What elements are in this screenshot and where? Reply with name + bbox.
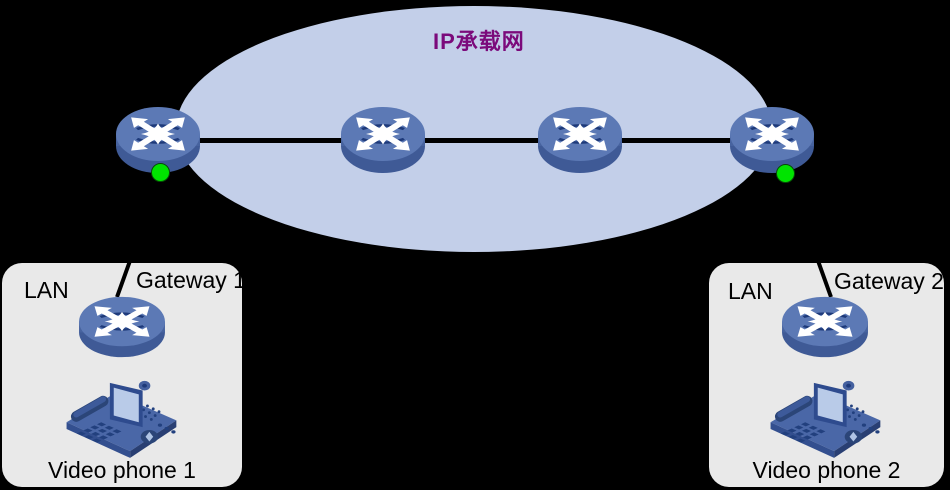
video-phone-1-icon — [55, 376, 185, 458]
core-router-2-icon — [339, 105, 427, 175]
cloud-title: IP承载网 — [433, 29, 525, 54]
video-phone-2-icon — [759, 376, 889, 458]
gateway-1-router-icon — [77, 295, 167, 359]
green-status-dot-right — [776, 164, 795, 183]
core-router-3-icon — [536, 105, 624, 175]
gateway-label: Gateway 2 — [834, 268, 944, 294]
ip-backbone-cloud — [176, 6, 772, 252]
video-phone-label: Video phone 1 — [48, 457, 196, 483]
backbone-link-line — [158, 138, 772, 143]
video-phone-label: Video phone 2 — [752, 457, 901, 483]
lan-label: LAN — [24, 277, 69, 303]
gateway-label: Gateway 1 — [136, 267, 246, 293]
core-router-4-icon — [728, 105, 816, 175]
gateway-2-router-icon — [780, 295, 870, 359]
lan-label: LAN — [728, 278, 773, 304]
green-status-dot-left — [151, 163, 170, 182]
